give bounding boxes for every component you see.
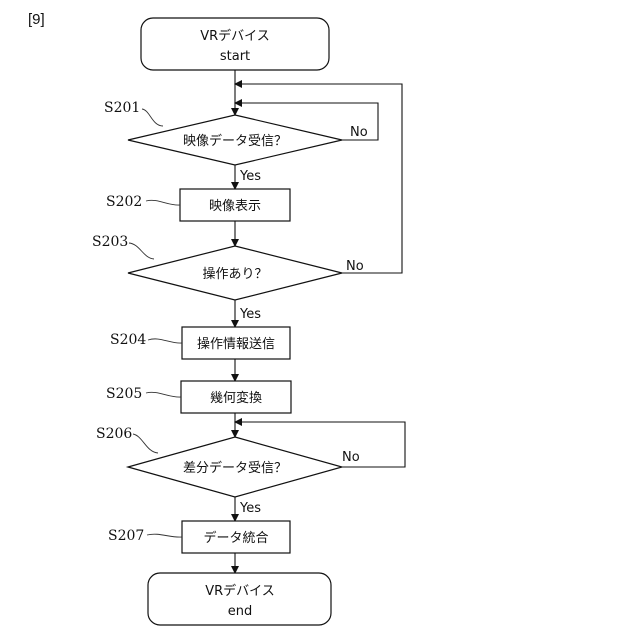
s202-text: 映像表示 (209, 199, 261, 214)
s204-text: 操作情報送信 (197, 336, 275, 352)
end-label-line2: end (228, 604, 253, 619)
s201-id: S201 (104, 100, 140, 116)
s207-leader (147, 534, 182, 537)
s206-id: S206 (96, 426, 132, 442)
s206-no-label: No (342, 450, 360, 465)
s203-no-label: No (346, 259, 364, 274)
s206-yes-label: Yes (239, 501, 261, 516)
s205-id: S205 (106, 386, 142, 402)
s203-leader (129, 243, 154, 259)
s201-text: 映像データ受信？ (183, 133, 287, 149)
s201-leader (142, 109, 163, 126)
s206-leader (133, 434, 158, 453)
s201-yes-label: Yes (239, 169, 261, 184)
s203-yes-label: Yes (239, 307, 261, 322)
s203-text: 操作あり？ (202, 266, 267, 282)
s203-id: S203 (92, 234, 128, 250)
s205-text: 幾何変換 (210, 390, 262, 406)
s202-id: S202 (106, 194, 142, 210)
figure-label: [9] (28, 11, 45, 28)
end-label-line1: VRデバイス (205, 583, 275, 599)
s201-no-label: No (350, 125, 368, 140)
s204-leader (148, 339, 182, 343)
s207-text: データ統合 (203, 530, 268, 546)
s207-id: S207 (108, 528, 144, 544)
s205-leader (146, 392, 181, 397)
start-label-line1: VRデバイス (200, 28, 270, 44)
s206-text: 差分データ受信？ (183, 460, 287, 476)
start-label-line2: start (220, 49, 250, 64)
s204-id: S204 (110, 332, 146, 348)
s202-leader (146, 200, 180, 205)
